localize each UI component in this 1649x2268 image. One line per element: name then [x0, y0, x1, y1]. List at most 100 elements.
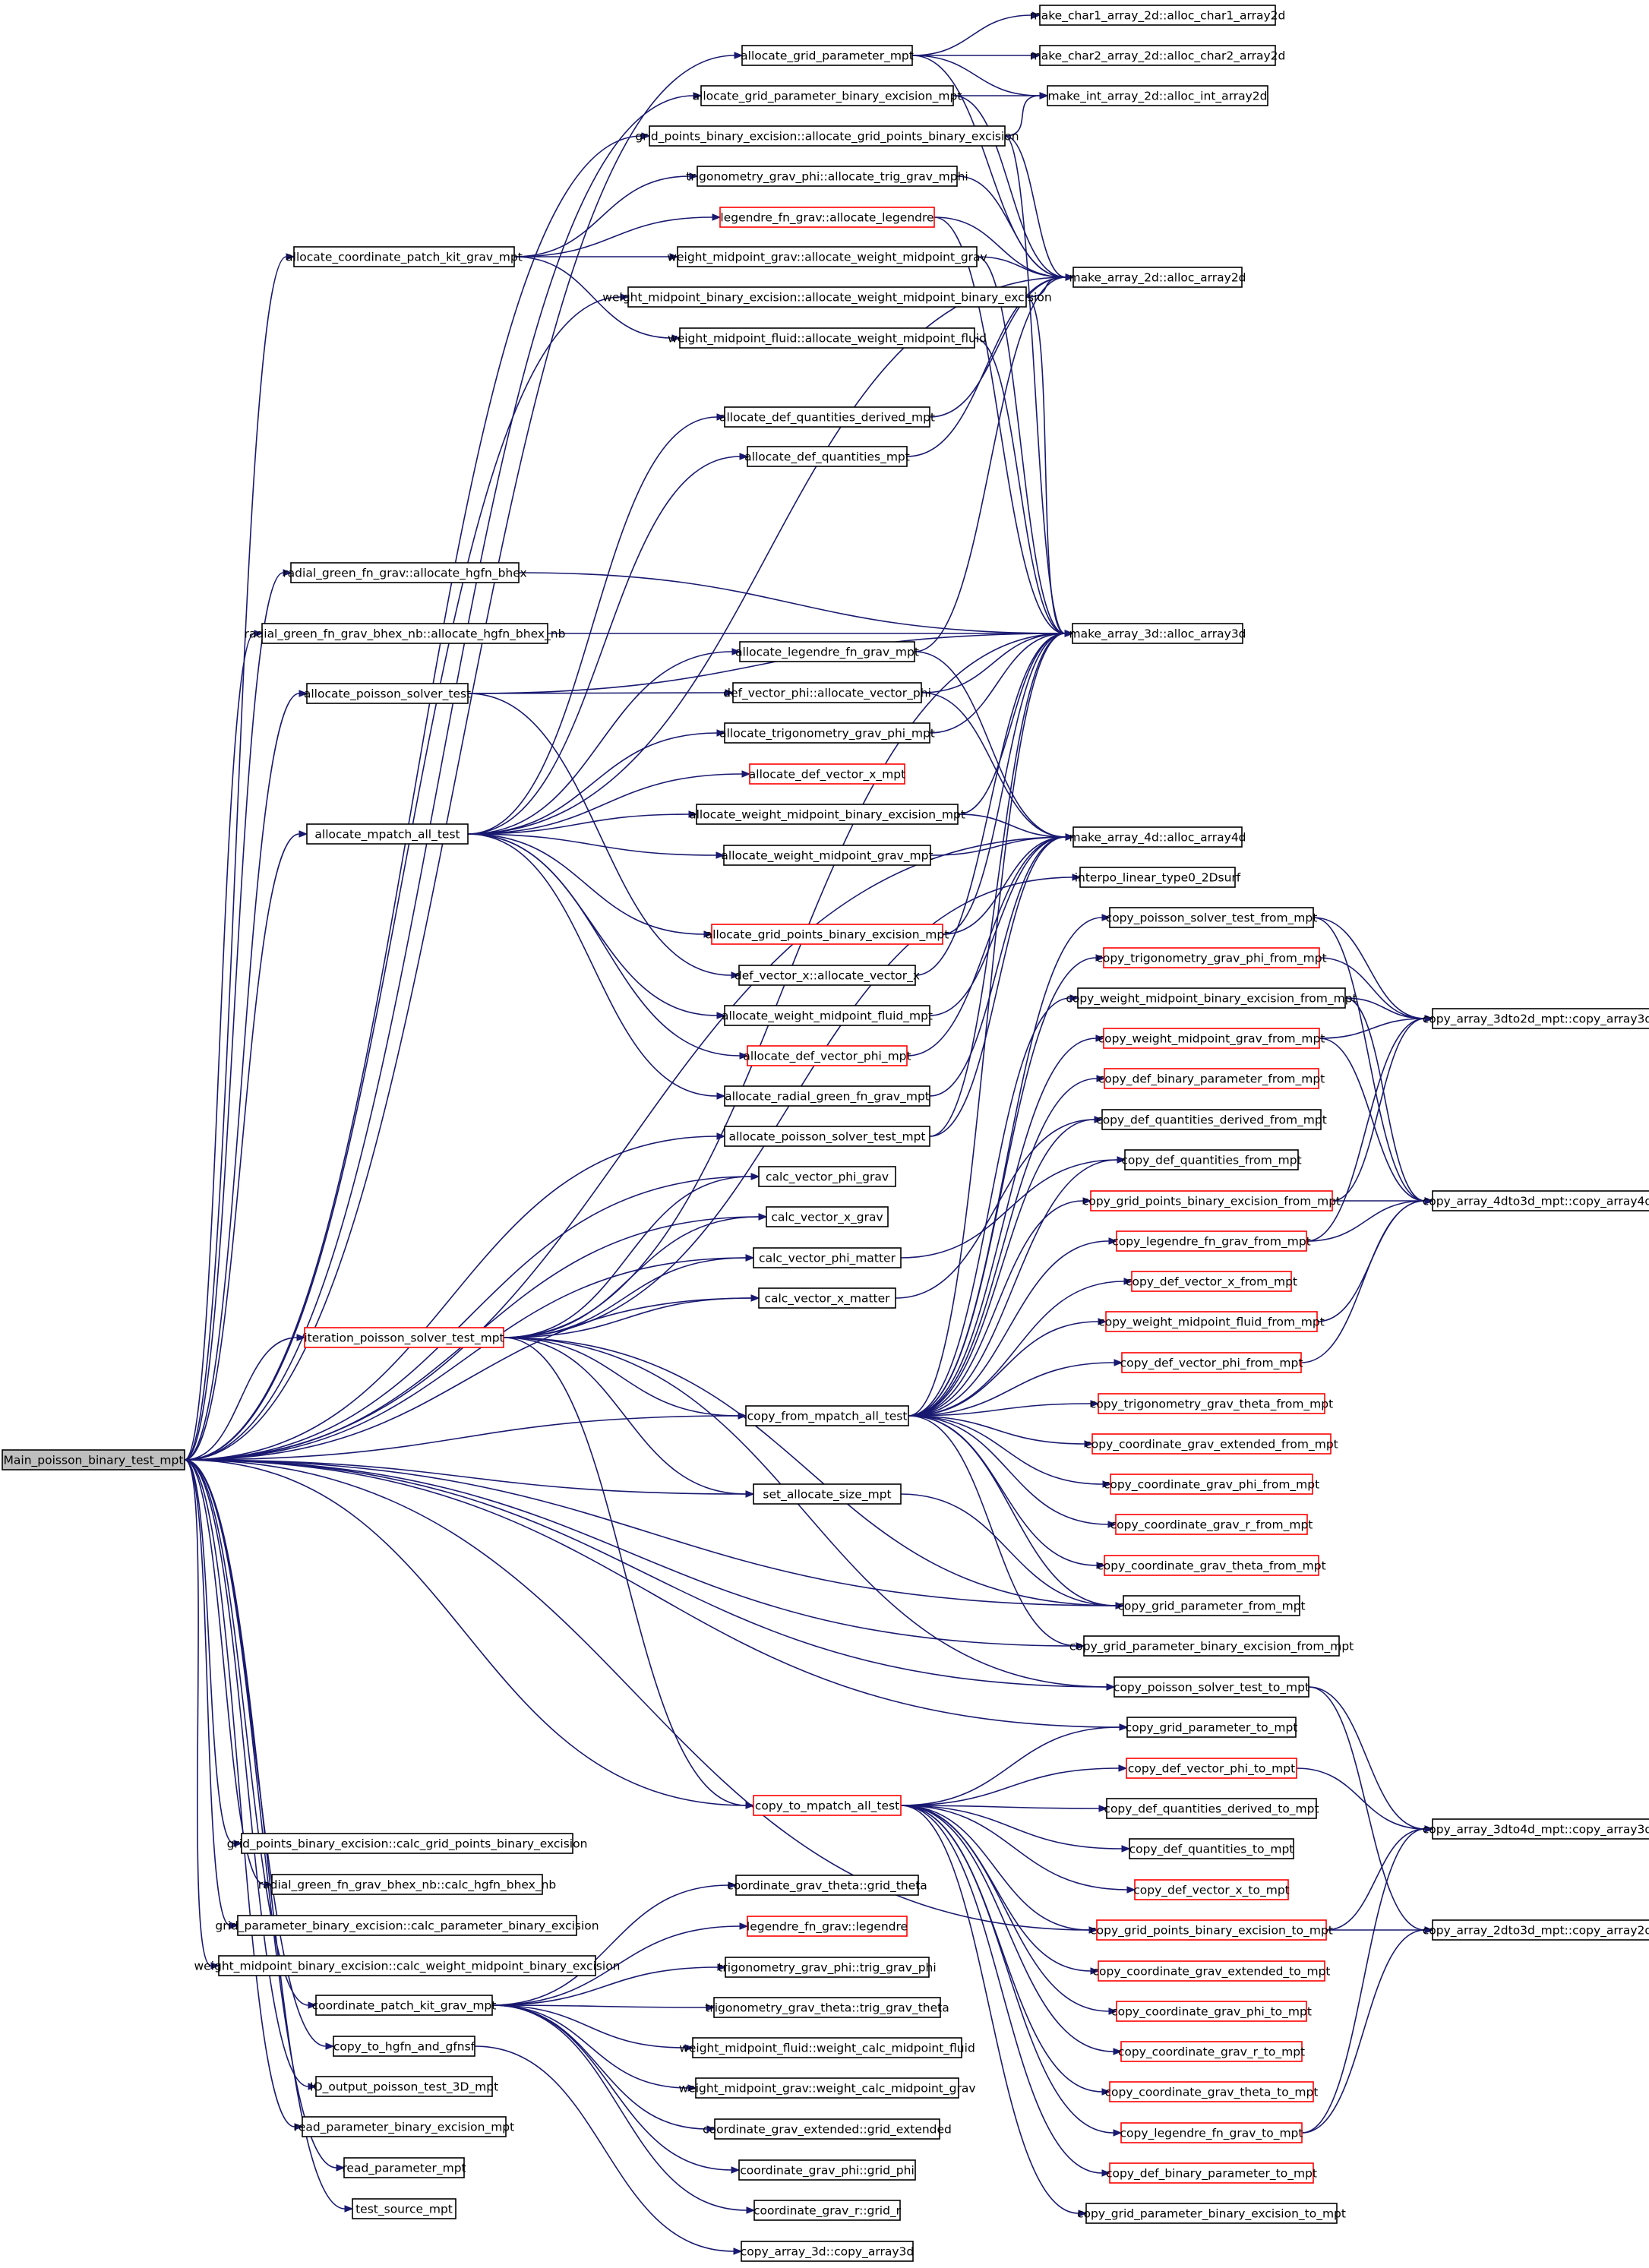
node-cvpm[interactable]: calc_vector_phi_matter	[753, 1247, 902, 1268]
node-rgf-alloc[interactable]: radial_green_fn_grav::allocate_hgfn_bhex	[283, 562, 527, 583]
node-cdbp-to[interactable]: copy_def_binary_parameter_to_mpt	[1106, 2162, 1317, 2184]
node-cthg[interactable]: copy_to_hgfn_and_gfnsf	[333, 2036, 475, 2057]
node-leg-alloc[interactable]: legendre_fn_grav::allocate_legendre	[719, 207, 935, 228]
node-cdqd-to[interactable]: copy_def_quantities_derived_to_mpt	[1104, 1798, 1319, 1819]
node-cvpg[interactable]: calc_vector_phi_grav	[758, 1166, 896, 1187]
node-ca32[interactable]: copy_array_3dto2d_mpt::copy_array3dto2d_…	[1423, 1008, 1649, 1029]
node-tgt[interactable]: trigonometry_grav_theta::trig_grav_theta	[705, 1997, 949, 2018]
node-gpbe-calc[interactable]: grid_points_binary_excision::calc_grid_p…	[227, 1833, 588, 1854]
node-char2[interactable]: make_char2_array_2d::alloc_char2_array2d	[1030, 45, 1286, 66]
node-argf[interactable]: allocate_radial_green_fn_grav_mpt	[724, 1085, 930, 1107]
node-wmf-alloc[interactable]: weight_midpoint_fluid::allocate_weight_m…	[668, 327, 987, 349]
node-cgpbe-from[interactable]: copy_grid_points_binary_excision_from_mp…	[1082, 1190, 1341, 1211]
node-cgp-from[interactable]: copy_grid_parameter_from_mpt	[1117, 1595, 1306, 1616]
node-clfg-to[interactable]: copy_legendre_fn_grav_to_mpt	[1120, 2122, 1303, 2143]
node-rgfnb-calc[interactable]: radial_green_fn_grav_bhex_nb::calc_hgfn_…	[258, 1874, 557, 1895]
node-agp[interactable]: allocate_grid_parameter_mpt	[741, 45, 914, 66]
node-io3d[interactable]: IO_output_poisson_test_3D_mpt	[310, 2076, 498, 2097]
node-cdvx-to[interactable]: copy_def_vector_x_to_mpt	[1133, 1879, 1290, 1900]
node-cdvx-from[interactable]: copy_def_vector_x_from_mpt	[1126, 1271, 1297, 1292]
node-cfmat[interactable]: copy_from_mpatch_all_test	[745, 1405, 909, 1426]
node-cgphi-grid[interactable]: coordinate_grav_phi::grid_phi	[738, 2159, 916, 2181]
node-cwmbe-from[interactable]: copy_weight_midpoint_binary_excision_fro…	[1066, 987, 1357, 1009]
node-root[interactable]: Main_poisson_binary_test_mpt	[2, 1449, 185, 1470]
node-cdvp-to[interactable]: copy_def_vector_phi_to_mpt	[1126, 1758, 1297, 1779]
node-awmg[interactable]: allocate_weight_midpoint_grav_mpt	[721, 845, 933, 866]
node-wmg-alloc[interactable]: weight_midpoint_grav::allocate_weight_mi…	[667, 246, 987, 267]
node-wmbe-alloc[interactable]: weight_midpoint_binary_excision::allocat…	[602, 286, 1052, 308]
node-leg[interactable]: legendre_fn_grav::legendre	[747, 1916, 908, 1937]
node-apstm[interactable]: allocate_poisson_solver_test_mpt	[724, 1126, 930, 1147]
node-ccgt-from[interactable]: copy_coordinate_grav_theta_from_mpt	[1097, 1555, 1326, 1576]
node-acpk[interactable]: allocate_coordinate_patch_kit_grav_mpt	[286, 246, 523, 267]
node-interpo[interactable]: interpo_linear_type0_2Dsurf	[1075, 867, 1241, 888]
node-ccgr-from[interactable]: copy_coordinate_grav_r_from_mpt	[1110, 1514, 1313, 1535]
node-awmbe[interactable]: allocate_weight_midpoint_binary_excision…	[689, 804, 965, 825]
node-agpbe[interactable]: allocate_grid_parameter_binary_excision_…	[693, 85, 962, 106]
node-dvp-alloc[interactable]: def_vector_phi::allocate_vector_phi	[723, 682, 931, 703]
node-adv-x[interactable]: allocate_def_vector_x_mpt	[749, 763, 905, 785]
node-ccgp-to[interactable]: copy_coordinate_grav_phi_to_mpt	[1111, 2001, 1312, 2022]
node-tgp[interactable]: trigonometry_grav_phi::trig_grav_phi	[718, 1957, 937, 1978]
node-ccgp-from[interactable]: copy_coordinate_grav_phi_from_mpt	[1104, 1474, 1319, 1495]
node-arr3d[interactable]: make_array_3d::alloc_array3d	[1069, 623, 1246, 644]
node-cge-grid[interactable]: coordinate_grav_extended::grid_extended	[703, 2118, 952, 2140]
node-ccgr-to[interactable]: copy_coordinate_grav_r_to_mpt	[1118, 2041, 1305, 2062]
node-cdqd-from[interactable]: copy_def_quantities_derived_from_mpt	[1096, 1109, 1327, 1130]
node-cpst-to[interactable]: copy_poisson_solver_test_to_mpt	[1114, 1676, 1309, 1698]
node-cdbp-from[interactable]: copy_def_binary_parameter_from_mpt	[1098, 1068, 1325, 1089]
node-ccge-from[interactable]: copy_coordinate_grav_extended_from_mpt	[1085, 1433, 1338, 1455]
node-char1[interactable]: make_char1_array_2d::alloc_char1_array2d	[1030, 5, 1286, 26]
node-cgp-to[interactable]: copy_grid_parameter_to_mpt	[1126, 1717, 1298, 1738]
node-wmg-calc[interactable]: weight_midpoint_grav::weight_calc_midpoi…	[678, 2077, 976, 2099]
node-trig-phi-alloc[interactable]: trigonometry_grav_phi::allocate_trig_gra…	[686, 166, 968, 187]
node-alfg[interactable]: allocate_legendre_fn_grav_mpt	[735, 641, 919, 662]
node-sasm[interactable]: set_allocate_size_mpt	[753, 1483, 902, 1505]
node-ca34[interactable]: copy_array_3dto4d_mpt::copy_array3dto4d_…	[1423, 1818, 1649, 1840]
node-atgp[interactable]: allocate_trigonometry_grav_phi_mpt	[719, 722, 935, 744]
node-cpst-from[interactable]: copy_poisson_solver_test_from_mpt	[1106, 907, 1318, 928]
node-cwmf-from[interactable]: copy_weight_midpoint_fluid_from_mpt	[1098, 1311, 1325, 1332]
node-ca3d[interactable]: copy_array_3d::copy_array3d	[741, 2241, 914, 2262]
node-gpbe-alloc[interactable]: grid_points_binary_excision::allocate_gr…	[635, 125, 1019, 147]
node-awmf[interactable]: allocate_weight_midpoint_fluid_mpt	[722, 1005, 933, 1026]
node-dvx-alloc[interactable]: def_vector_x::allocate_vector_x	[734, 965, 920, 986]
node-clfg-from[interactable]: copy_legendre_fn_grav_from_mpt	[1112, 1230, 1311, 1252]
node-ca23[interactable]: copy_array_2dto3d_mpt::copy_array2dto3d_…	[1423, 1919, 1649, 1941]
node-cgpbe-p-to[interactable]: copy_grid_parameter_binary_excision_to_m…	[1077, 2203, 1346, 2224]
node-rpbe[interactable]: read_parameter_binary_excision_mpt	[294, 2116, 514, 2137]
node-ccgt-to[interactable]: copy_coordinate_grav_theta_to_mpt	[1105, 2081, 1319, 2102]
node-cvxm[interactable]: calc_vector_x_matter	[758, 1287, 896, 1309]
node-adq[interactable]: allocate_def_quantities_mpt	[744, 446, 910, 467]
node-ca43[interactable]: copy_array_4dto3d_mpt::copy_array4dto3d_…	[1423, 1190, 1649, 1211]
node-wmf-calc[interactable]: weight_midpoint_fluid::weight_calc_midpo…	[679, 2037, 975, 2058]
node-cdvp-from[interactable]: copy_def_vector_phi_from_mpt	[1120, 1352, 1303, 1373]
node-cpk[interactable]: coordinate_patch_kit_grav_mpt	[312, 1995, 497, 2016]
node-ctgt-from[interactable]: copy_trigonometry_grav_theta_from_mpt	[1090, 1393, 1333, 1414]
node-rp[interactable]: read_parameter_mpt	[342, 2157, 466, 2178]
node-cdq-to[interactable]: copy_def_quantities_to_mpt	[1129, 1838, 1294, 1859]
node-apst[interactable]: allocate_poisson_solver_test	[304, 683, 471, 704]
node-adqd[interactable]: allocate_def_quantities_derived_mpt	[719, 406, 935, 428]
node-cgt-grid[interactable]: coordinate_grav_theta::grid_theta	[727, 1875, 927, 1896]
node-tsm[interactable]: test_source_mpt	[352, 2198, 456, 2219]
node-arr2d[interactable]: make_array_2d::alloc_array2d	[1069, 267, 1246, 288]
node-amat[interactable]: allocate_mpatch_all_test	[306, 823, 469, 845]
node-ipst[interactable]: iteration_poisson_solver_test_mpt	[304, 1327, 504, 1348]
node-rgfnb-alloc[interactable]: radial_green_fn_grav_bhex_nb::allocate_h…	[245, 623, 566, 644]
node-wmbe-calc[interactable]: weight_midpoint_binary_excision::calc_we…	[194, 1955, 621, 1976]
node-gparbe-calc[interactable]: grid_parameter_binary_excision::calc_par…	[215, 1915, 599, 1936]
node-arr4d[interactable]: make_array_4d::alloc_array4d	[1069, 826, 1246, 848]
node-int2d[interactable]: make_int_array_2d::alloc_int_array2d	[1047, 85, 1268, 106]
node-cwmg-from[interactable]: copy_weight_midpoint_grav_from_mpt	[1098, 1028, 1325, 1049]
node-cvxg[interactable]: calc_vector_x_grav	[766, 1206, 889, 1227]
node-cgpbe-to[interactable]: copy_grid_points_binary_excision_to_mpt	[1090, 1919, 1333, 1941]
node-cgpbe-p-from[interactable]: copy_grid_parameter_binary_excision_from…	[1069, 1635, 1354, 1657]
node-cdq-from[interactable]: copy_def_quantities_from_mpt	[1121, 1149, 1302, 1170]
node-adv-phi[interactable]: allocate_def_vector_phi_mpt	[743, 1045, 911, 1066]
node-agpbe2[interactable]: allocate_grid_points_binary_excision_mpt	[706, 924, 949, 945]
node-ctmat[interactable]: copy_to_mpatch_all_test	[753, 1795, 902, 1816]
node-cgr-grid[interactable]: coordinate_grav_r::grid_r	[753, 2200, 902, 2221]
node-ccge-to[interactable]: copy_coordinate_grav_extended_to_mpt	[1093, 1960, 1331, 1982]
node-ctgp-from[interactable]: copy_trigonometry_grav_phi_from_mpt	[1096, 947, 1327, 968]
